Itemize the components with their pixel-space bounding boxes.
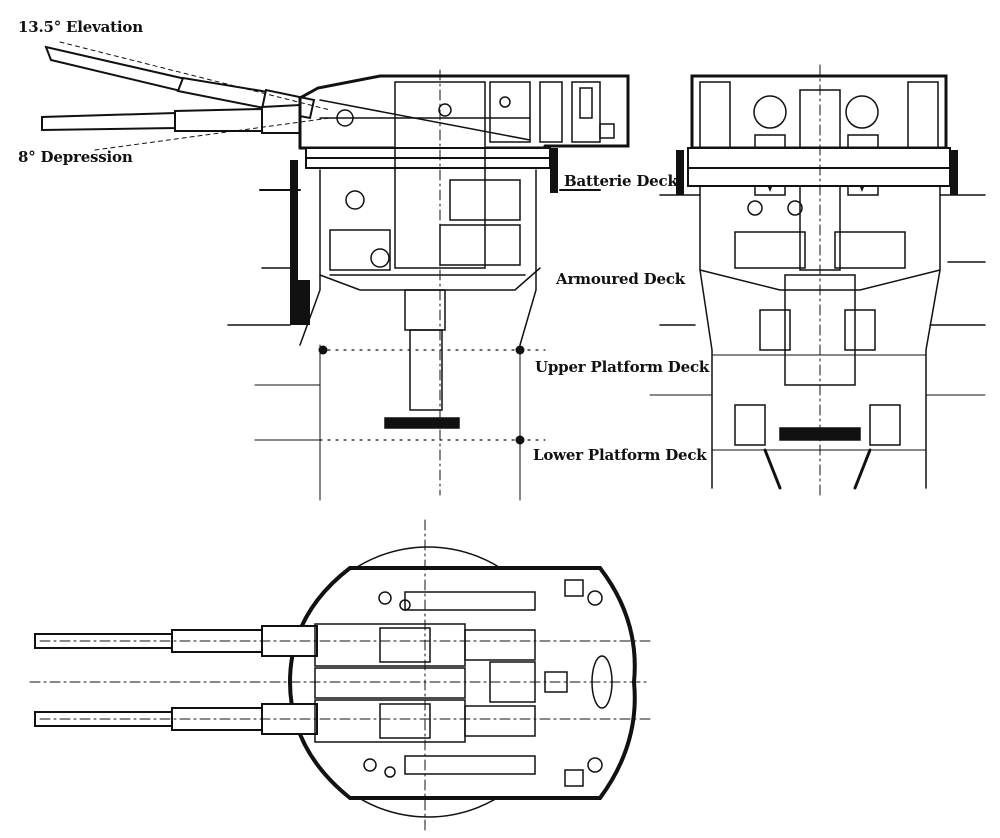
deck-lines-left bbox=[319, 349, 546, 441]
angle-indicator-lines bbox=[59, 41, 331, 151]
front-deck-lines bbox=[649, 354, 986, 451]
batterie-deck-label: Batterie Deck bbox=[564, 172, 678, 190]
front-deck-band bbox=[687, 147, 951, 187]
barbette-walls bbox=[290, 148, 558, 325]
plan-view bbox=[29, 519, 651, 831]
plan-barrels bbox=[34, 625, 318, 735]
front-barbette-walls bbox=[676, 150, 958, 195]
front-hoist-trunk bbox=[734, 274, 901, 490]
turret-plan-outline bbox=[287, 566, 637, 800]
lower-platform-deck-label: Lower Platform Deck bbox=[533, 446, 707, 464]
deck-lines-solid-left bbox=[254, 344, 521, 501]
depressed-barrels bbox=[41, 103, 301, 134]
armoured-deck-label: Armoured Deck bbox=[556, 270, 685, 288]
plan-gun-cradles bbox=[314, 579, 613, 787]
upper-platform-deck-label: Upper Platform Deck bbox=[535, 358, 710, 376]
plan-centre-lines bbox=[29, 519, 651, 831]
front-hull bbox=[659, 185, 986, 489]
turret-interior bbox=[319, 81, 615, 149]
batterie-deck-structure bbox=[259, 147, 601, 191]
hoist-trunk bbox=[319, 147, 541, 429]
depression-label: 8° Depression bbox=[18, 148, 133, 166]
elevation-label: 13.5° Elevation bbox=[18, 18, 143, 36]
side-elevation-view bbox=[41, 41, 630, 501]
hull-outline bbox=[227, 169, 537, 346]
front-section-view bbox=[649, 64, 986, 496]
